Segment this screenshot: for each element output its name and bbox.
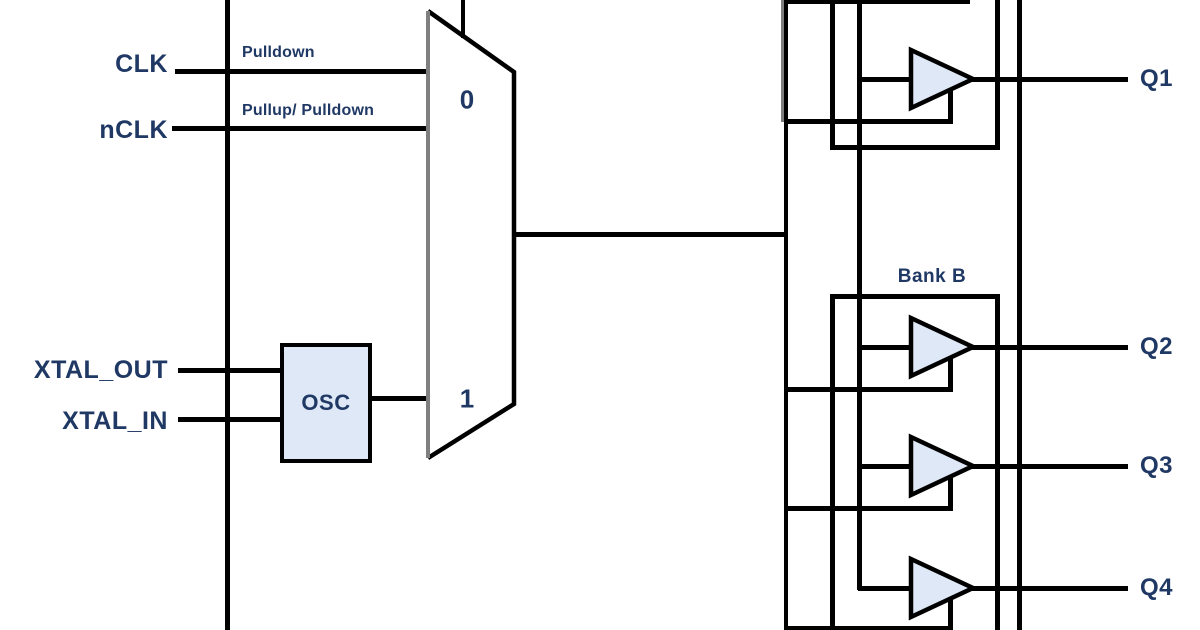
nclk-port-label: nCLK [99, 116, 168, 144]
buffer-q2-icon [908, 314, 979, 380]
osc-block: OSC [280, 343, 372, 463]
bank-a-box-right [995, 0, 1000, 150]
nclk-pullup-note: Pullup/ Pulldown [242, 102, 375, 119]
q3-port-label: Q3 [1140, 452, 1174, 479]
mux-outline [426, 9, 517, 460]
wire-xtal-out-input [178, 368, 282, 373]
clk-port-label: CLK [115, 50, 168, 78]
wire-q3-tap [948, 477, 953, 511]
trunk-a [784, 0, 788, 630]
wire-q2-out [968, 345, 1128, 350]
wire-q1-under [784, 119, 952, 124]
wire-q4-in [858, 586, 912, 591]
chip-boundary-right [1017, 0, 1022, 630]
wire-q3-in [858, 464, 912, 469]
wire-clk-input [175, 69, 430, 74]
wire-osc-to-mux [370, 396, 430, 401]
wire-mux-select [461, 0, 465, 38]
q4-port-label: Q4 [1140, 574, 1174, 601]
mux-input-1-label: 1 [459, 383, 475, 414]
wire-q3-out [968, 464, 1128, 469]
bank-b-box-top [830, 294, 999, 299]
chip-boundary-left [225, 0, 230, 630]
q2-port-label: Q2 [1140, 333, 1174, 360]
wire-q4-under [784, 626, 952, 630]
q1-port-label: Q1 [1140, 65, 1174, 92]
bank-b-box-left [830, 294, 835, 630]
wire-q2-tap [948, 358, 953, 392]
buffer-q1-icon [908, 46, 979, 112]
wire-q2-in [858, 345, 912, 350]
mux-shape [425, 8, 517, 463]
trunk-a-top-gray [781, 0, 784, 122]
buffer-q3-icon [908, 433, 979, 499]
clk-pulldown-note: Pulldown [242, 44, 315, 61]
wire-mux-output [512, 232, 788, 237]
bank-a-box-left [830, 0, 835, 150]
wire-q4-tap [948, 599, 953, 630]
wire-q2-under [784, 387, 952, 392]
wire-q4-out [968, 586, 1128, 591]
xtal-out-port-label: XTAL_OUT [33, 356, 168, 384]
wire-xtal-in-input [178, 417, 282, 422]
mux-input-0-label: 0 [459, 84, 475, 115]
wire-q1-in [858, 77, 912, 82]
wire-q1-out [968, 77, 1128, 82]
bank-a-box-bottom [830, 145, 999, 150]
wire-q3-under [784, 506, 952, 511]
trunk-top-stub [784, 0, 970, 4]
buffer-q4-icon [908, 555, 979, 621]
xtal-in-port-label: XTAL_IN [62, 407, 168, 435]
wire-q1-tap [948, 91, 953, 124]
bank-b-label: Bank B [897, 266, 967, 287]
wire-nclk-input [172, 126, 430, 131]
bank-b-box-right [995, 294, 1000, 630]
